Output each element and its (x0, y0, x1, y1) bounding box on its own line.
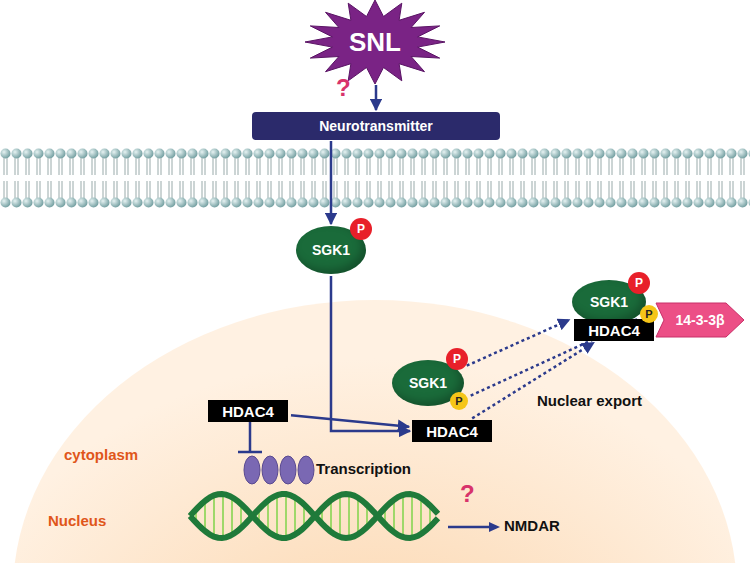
signal-arrow (291, 415, 409, 427)
inhibition-line (238, 421, 262, 452)
process-label: Nuclear export (537, 392, 642, 409)
node-text: P (455, 395, 462, 407)
signal-arrow (330, 141, 333, 224)
signal-arrow (375, 85, 378, 110)
phospho-circle: P (640, 305, 658, 323)
dna-helix (190, 494, 438, 538)
phospho-circle: P (628, 272, 650, 294)
node-text: SGK1 (312, 242, 350, 258)
arrowhead (489, 522, 500, 532)
node-text: P (357, 222, 365, 236)
node-text: P (645, 308, 652, 320)
phospho-circle: P (446, 348, 468, 370)
nucleosomes (244, 456, 314, 484)
region-label: Nucleus (48, 512, 106, 529)
hdac-box: HDAC4 (412, 420, 492, 442)
node-text: SGK1 (409, 375, 447, 391)
node-text: SNL (349, 27, 401, 58)
node-text: 14-3-3β (675, 312, 724, 328)
question-mark: ? (460, 480, 475, 508)
adaptor-arrow: 14-3-3β (656, 300, 744, 340)
neurotransmitter-box: Neurotransmitter (252, 112, 500, 140)
node-text: HDAC4 (588, 322, 640, 339)
process-label: Transcription (316, 460, 411, 477)
gene-label: NMDAR (504, 517, 560, 534)
signal-arrow (331, 276, 410, 431)
cell-membrane (0, 148, 750, 208)
stimulus-star: SNL (305, 0, 445, 84)
phospho-circle: P (350, 218, 372, 240)
node-text: P (635, 276, 643, 290)
hdac-box: HDAC4 (574, 319, 654, 341)
node-text: SGK1 (590, 294, 628, 310)
phospho-circle: P (450, 392, 468, 410)
expression-arrow (448, 526, 492, 529)
node-text: Neurotransmitter (319, 118, 433, 134)
hdac-box: HDAC4 (208, 400, 288, 422)
region-label: cytoplasm (64, 446, 138, 463)
node-text: HDAC4 (426, 423, 478, 440)
question-mark: ? (336, 74, 351, 102)
node-text: P (453, 352, 461, 366)
node-text: HDAC4 (222, 403, 274, 420)
